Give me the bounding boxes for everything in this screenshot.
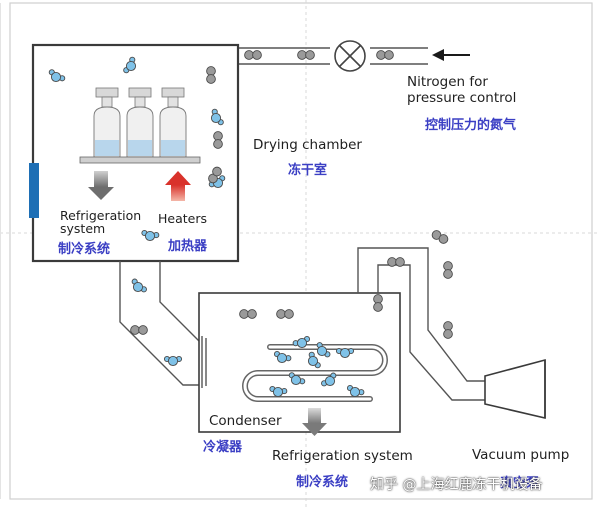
molecules (48, 50, 453, 398)
water-molecule (273, 351, 292, 364)
vial (126, 87, 154, 158)
gas-molecule (387, 257, 405, 267)
gas-molecule (373, 294, 383, 312)
vial (159, 87, 187, 158)
gas-molecule (244, 50, 262, 60)
water-molecule (292, 336, 311, 349)
drying-chamber-label: Drying chamber (253, 137, 362, 153)
vacuum-pipe (357, 247, 485, 401)
outer-frame (9, 2, 593, 500)
watermark: 知乎 @上海红鹿冻干机设备 (370, 477, 543, 493)
water-molecule (335, 347, 355, 359)
condenser-refrigeration-arrow-icon (302, 408, 327, 436)
nitrogen-inflow-arrow-icon (432, 49, 470, 61)
refrigeration-system-label: Refrigeration system (60, 208, 142, 236)
condenser-refrigeration-label-cn: 制冷系统 (296, 475, 349, 490)
drying-chamber-label-cn: 冻干室 (288, 163, 328, 178)
vials-on-shelf (93, 87, 187, 158)
gas-molecule (206, 66, 216, 84)
water-molecule (316, 342, 331, 358)
gas-molecule (130, 325, 148, 335)
heater-arrow-icon (165, 171, 191, 201)
water-molecule (321, 372, 337, 387)
chamber-condenser-duct (119, 261, 201, 386)
refrigeration-system-label-cn: 制冷系统 (58, 242, 111, 257)
vacuum-pump-icon (484, 358, 546, 420)
water-molecule (163, 355, 183, 367)
water-molecule (269, 385, 288, 398)
water-molecule (123, 56, 137, 74)
water-molecule (131, 278, 147, 293)
condenser-refrigeration-label: Refrigeration system (272, 448, 413, 464)
nitrogen-pipe (238, 47, 428, 65)
nitrogen-label-cn: 控制压力的氮气 (425, 118, 517, 133)
gas-molecule (213, 131, 223, 149)
nitrogen-label: Nitrogen for pressure control (407, 74, 517, 106)
gas-molecule (297, 50, 315, 60)
refrigeration-bar (29, 163, 39, 218)
condenser-label-cn: 冷凝器 (203, 440, 243, 455)
gas-molecule (443, 321, 453, 339)
gas-molecule (443, 261, 453, 279)
condenser (198, 292, 401, 433)
heaters-label: Heaters (158, 211, 207, 226)
water-molecule (307, 351, 321, 369)
water-molecule (346, 385, 365, 398)
shelf (79, 156, 201, 164)
gas-molecule (239, 309, 257, 319)
gas-molecule (276, 309, 294, 319)
water-molecule (288, 372, 306, 386)
condenser-inlet-baffle (201, 336, 207, 388)
condenser-label: Condenser (209, 413, 282, 429)
vacuum-pump-label-cn: 真空泵 (500, 476, 540, 491)
water-molecule (48, 69, 66, 83)
vial (93, 87, 121, 158)
heaters-label-cn: 加热器 (168, 239, 208, 254)
refrigeration-arrow-icon (88, 171, 114, 200)
gas-molecule (376, 50, 394, 60)
gas-molecule (208, 166, 222, 184)
gas-molecule (431, 230, 449, 244)
nitrogen-valve-icon (334, 40, 366, 72)
water-molecule (210, 108, 224, 126)
water-molecule (208, 175, 226, 189)
vacuum-pump-label: Vacuum pump (472, 447, 570, 463)
water-molecule (141, 229, 160, 242)
